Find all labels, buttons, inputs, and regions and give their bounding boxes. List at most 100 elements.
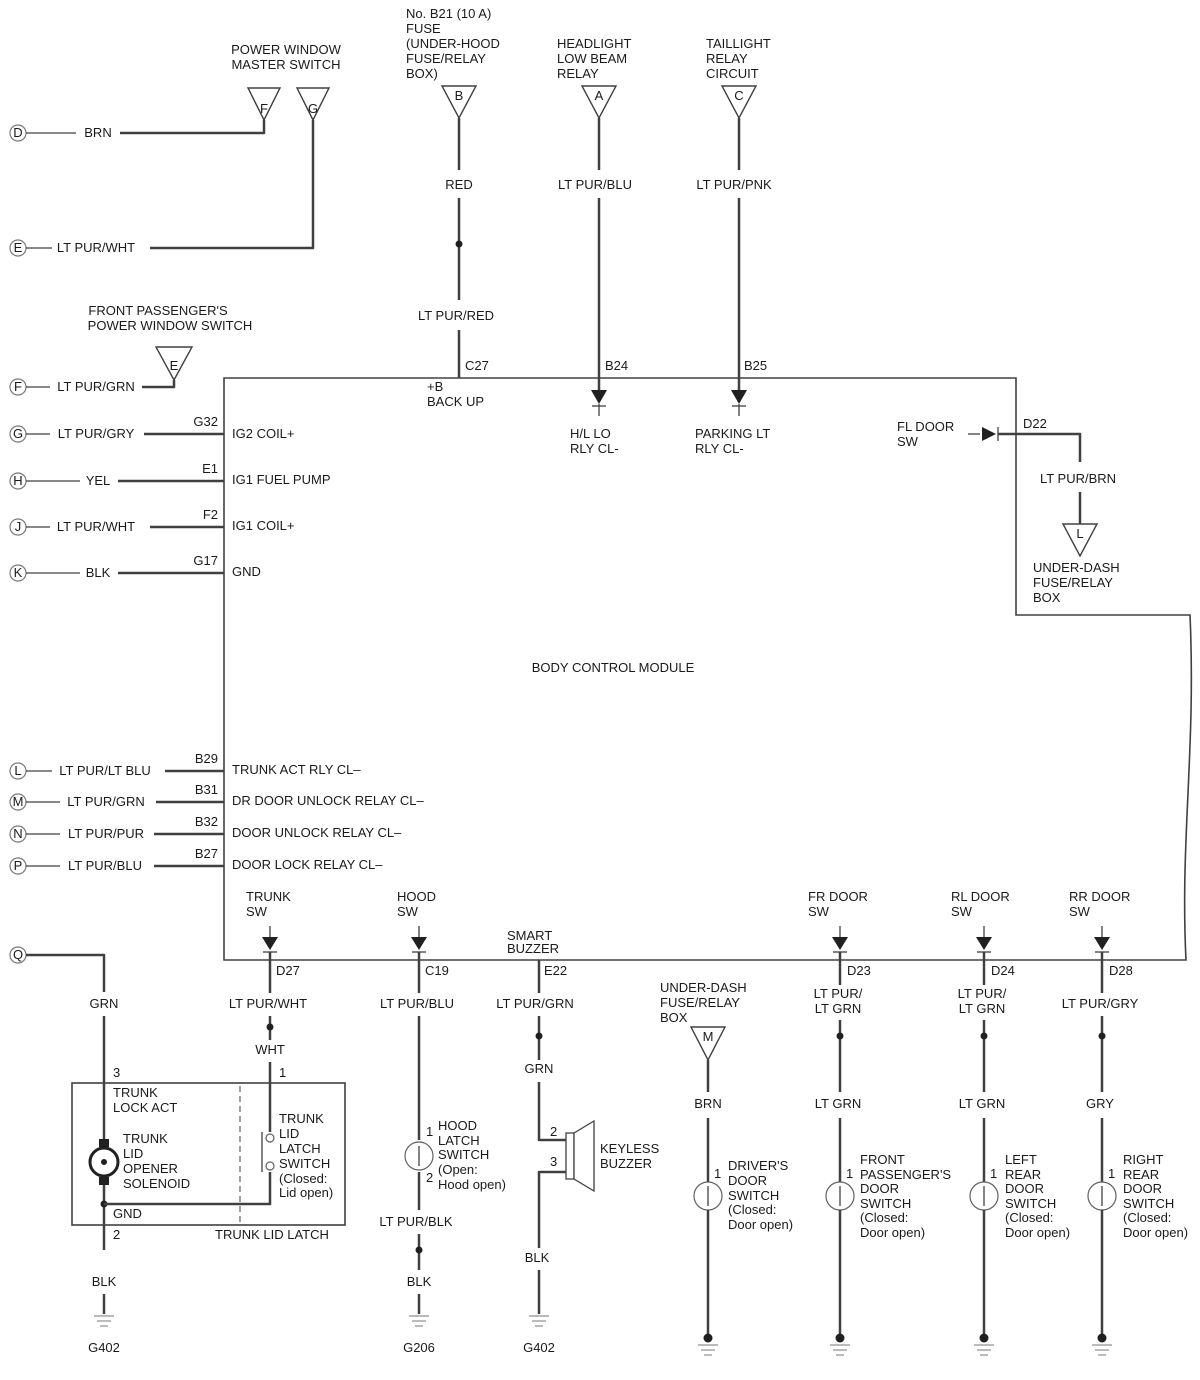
connector-f-letter: F [260,101,268,116]
left-pin-number: B32 [195,814,218,829]
left-pin-number: B27 [195,846,218,861]
taillight-wire: LT PUR/PNK [696,177,772,192]
wire-e [150,120,315,250]
bcm-label: BODY CONTROL MODULE [532,660,695,675]
buzzer-n3: 3 [550,1154,557,1169]
trunk-sw-label-1: TRUNK [246,889,291,904]
rr-door-sw-label-1: RR DOOR [1069,889,1130,904]
fuse-label-4: FUSE/RELAY [406,51,486,66]
left-pin-wire: YEL [86,473,111,488]
driver-door-2: DOOR [728,1173,767,1188]
rl-door-5: (Closed: [1005,1210,1053,1225]
hood-switch-4: (Open: [438,1162,478,1177]
pin-c27-func-1: +B [427,379,443,394]
connector-d-letter: D [13,125,22,140]
wire-d [120,120,266,135]
left-pin-wire: LT PUR/LT BLU [59,763,151,778]
left-pin-func: DR DOOR UNLOCK RELAY CL– [232,793,424,808]
wire-f-label: LT PUR/GRN [57,379,135,394]
pin-b24: B24 [605,358,628,373]
hood-sw-label-1: HOOD [397,889,436,904]
rl-door-ground-icon [974,1344,994,1356]
rr-door-wire-1: LT PUR/GRY [1062,996,1139,1011]
keyless-buzzer-label-1: KEYLESS [600,1141,660,1156]
latch-label-4: SWITCH [279,1156,330,1171]
rl-door-wire-1b: LT GRN [959,1001,1005,1016]
hood-switch-5: Hood open) [438,1177,506,1192]
fr-door-3: DOOR [860,1181,899,1196]
driver-door-3: SWITCH [728,1188,779,1203]
fr-door-wire-1b: LT GRN [815,1001,861,1016]
connector-c-triangle [720,85,758,120]
headlight-letter: A [595,88,604,103]
trunk-gnd-label: GND [113,1206,142,1221]
pin-d27: D27 [276,963,300,978]
left-pin-func: IG1 COIL+ [232,518,295,533]
pin-c19: C19 [425,963,449,978]
fl-door-wire: LT PUR/BRN [1040,471,1116,486]
hood-switch-2: LATCH [438,1133,480,1148]
trunk-wire-blk: BLK [92,1274,117,1289]
rr-door-1: RIGHT [1123,1152,1164,1167]
ground-g206: G206 [403,1340,435,1355]
keyless-buzzer-label-2: BUZZER [600,1156,652,1171]
connector-l-triangle [1061,523,1099,558]
fl-door-dest-2: FUSE/RELAY [1033,575,1113,590]
latch-switch-contact-top [265,1133,275,1143]
solenoid-label-3: OPENER [123,1161,178,1176]
left-pin-conn: G [13,426,23,441]
under-dash-m-letter: M [703,1029,714,1044]
left-pin-number: G17 [193,553,218,568]
fuse-label-2: FUSE [406,21,441,36]
latch-label-2: LID [279,1126,299,1141]
left-pin-func: GND [232,564,261,579]
latch-label-1: TRUNK [279,1111,324,1126]
latch-label-6: Lid open) [279,1185,333,1200]
rl-door-4: SWITCH [1005,1196,1056,1211]
fp-window-letter: E [170,358,179,373]
rr-door-wire-2: GRY [1086,1096,1114,1111]
fl-door-dest-letter: L [1076,526,1083,541]
pin-b24-func-1: H/L LO [570,426,611,441]
fp-window-label-2: POWER WINDOW SWITCH [88,318,253,333]
pin-e22: E22 [544,963,567,978]
headlight-wire: LT PUR/BLU [558,177,632,192]
left-pin-row-2: J LT PUR/WHT F2 IG1 COIL+ [9,507,295,536]
trunk-lid-latch-footer: TRUNK LID LATCH [215,1227,329,1242]
ground-g402-left: G402 [88,1340,120,1355]
pin-d23: D23 [847,963,871,978]
pw-master-label-2: MASTER SWITCH [231,57,340,72]
wire-f [142,380,176,389]
rl-door-1: LEFT [1005,1152,1037,1167]
ground-g402-right-icon [529,1315,549,1327]
fuse-letter: B [455,88,464,103]
left-pin-conn: L [14,763,21,778]
fuse-label-1: No. B21 (10 A) [406,6,491,21]
left-pin-wire: LT PUR/GRN [67,794,145,809]
left-pin-row-1: H YEL E1 IG1 FUEL PUMP [9,461,330,490]
hood-sw-wire-2: LT PUR/BLK [379,1214,453,1229]
trunk-sw-pin-num: 1 [279,1065,286,1080]
buzzer-n2: 2 [550,1124,557,1139]
driver-door-4: (Closed: [728,1202,776,1217]
pin-c27: C27 [465,358,489,373]
left-pin-wire: LT PUR/GRY [58,426,135,441]
trunk-pin-3: 3 [113,1065,120,1080]
fp-window-label-1: FRONT PASSENGER'S [88,303,228,318]
ground-g206-icon [409,1315,429,1327]
taillight-label-3: CIRCUIT [706,66,759,81]
left-pin-wire: BLK [86,565,111,580]
left-pin-row-0: G LT PUR/GRY G32 IG2 COIL+ [9,414,295,443]
connector-f-triangle [246,87,282,122]
connector-m-triangle [689,1026,727,1062]
fuse-label-5: BOX) [406,66,438,81]
rr-door-sw-label-2: SW [1069,904,1091,919]
left-pin-number: E1 [202,461,218,476]
latch-label-5: (Closed: [279,1171,327,1186]
under-dash-m-wire: BRN [694,1096,721,1111]
connector-f-circle-letter: F [14,379,22,394]
driver-door-ground-icon [698,1344,718,1356]
latch-label-3: LATCH [279,1141,321,1156]
connector-g-triangle [295,87,331,122]
rl-door-3: DOOR [1005,1181,1044,1196]
